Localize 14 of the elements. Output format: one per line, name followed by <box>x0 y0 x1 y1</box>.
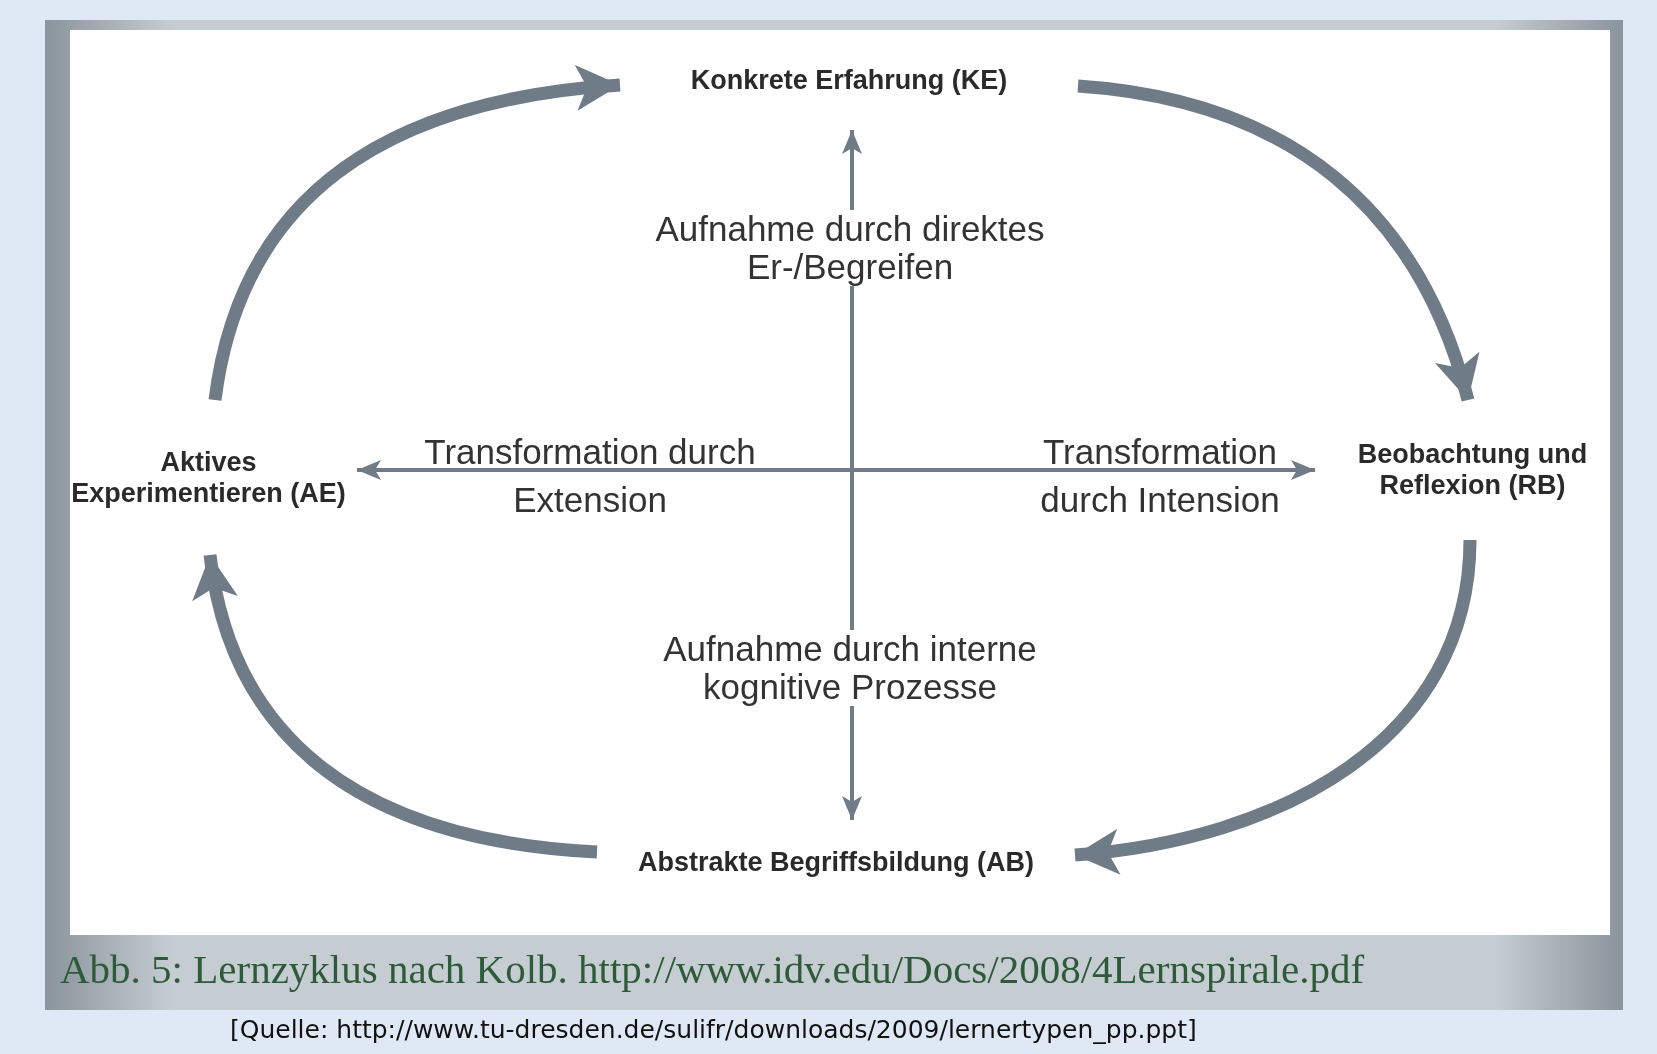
curved-arrow <box>1074 539 1477 874</box>
arrow <box>852 460 1315 480</box>
stage-label: Abstrakte Begriffsbildung (AB) <box>597 820 1075 905</box>
stage-label: Konkrete Erfahrung (KE) <box>620 30 1078 130</box>
stage-label: Beobachtung und Reflexion (RB) <box>1315 400 1630 540</box>
arrow <box>357 460 852 480</box>
source-note: [Quelle: http://www.tu-dresden.de/sulifr/downloads/2009/lernertypen_pp.ppt] <box>230 1015 1197 1044</box>
curved-arrow <box>194 553 598 859</box>
edge-label: Transformation durch Intension <box>1039 431 1281 521</box>
curved-arrow <box>208 66 621 402</box>
curved-arrow <box>1077 79 1478 402</box>
caption: Abb. 5: Lernzyklus nach Kolb. http://www.idv.edu/Docs/2008/4Lernspirale.pdf <box>60 945 1365 993</box>
stage-label: Aktives Experimentieren (AE) <box>60 400 357 555</box>
edge-label: Transformation durch Extension <box>423 431 757 521</box>
